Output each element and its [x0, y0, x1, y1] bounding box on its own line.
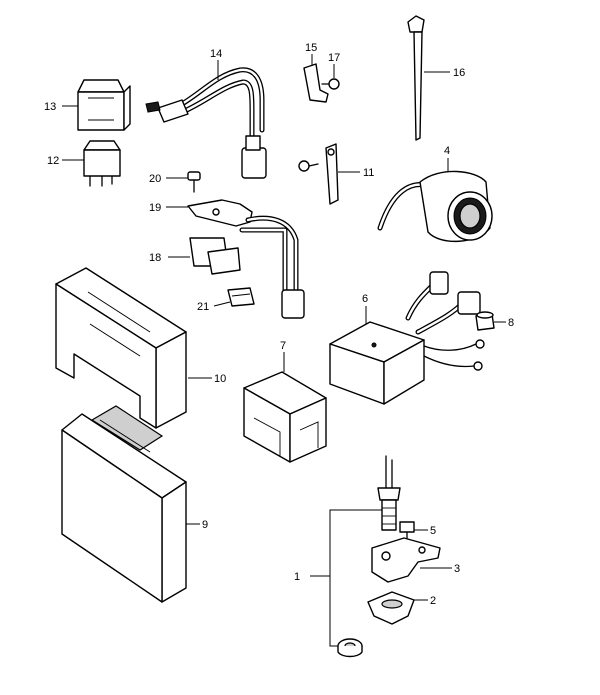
part-17-screw: [321, 78, 340, 90]
callout-11: 11: [363, 167, 374, 179]
callout-1: 1: [294, 571, 300, 583]
callout-7: 7: [280, 340, 286, 352]
part-3-bracket: [371, 537, 441, 583]
part-13-relay: [77, 79, 131, 131]
callout-5: 5: [430, 525, 436, 537]
part-16-cable-tie: [407, 15, 425, 141]
part-19-bracket: [187, 199, 253, 227]
callout-4: 4: [444, 145, 450, 157]
callout-3: 3: [454, 563, 460, 575]
callout-10: 10: [214, 373, 226, 385]
part-20-screw: [187, 171, 201, 193]
callout-12: 12: [47, 155, 59, 167]
part-8-cap: [475, 311, 495, 331]
part-18-sensor: [189, 215, 305, 319]
part-14-switch-harness: [145, 67, 267, 179]
callout-13: 13: [44, 101, 56, 113]
callout-14: 14: [210, 48, 222, 60]
part-7-relay-box: [243, 371, 327, 463]
part-2-boot: [367, 591, 415, 625]
callout-16: 16: [453, 67, 465, 79]
callout-9: 9: [202, 519, 208, 531]
part-9-ecu: [61, 405, 187, 603]
part-21-clamp: [227, 287, 255, 307]
part-4-meter: [377, 170, 493, 243]
part-15-bracket: [303, 63, 329, 103]
callout-2: 2: [430, 595, 436, 607]
part-11-clip: [298, 143, 339, 205]
callout-6: 6: [362, 293, 368, 305]
callout-17: 17: [328, 52, 340, 64]
part-nut: [337, 638, 363, 658]
part-10-cover: [55, 267, 187, 429]
callout-15: 15: [305, 42, 317, 54]
part-6-module: [329, 271, 485, 405]
part-5-bolt: [399, 521, 415, 551]
part-1-switch: [377, 455, 401, 531]
callout-20: 20: [149, 173, 161, 185]
leader-21: [213, 301, 231, 307]
callout-21: 21: [197, 301, 209, 313]
group-bracket-1: [329, 509, 382, 647]
callout-8: 8: [508, 317, 514, 329]
part-12-relay: [83, 140, 121, 187]
callout-19: 19: [149, 202, 161, 214]
callout-18: 18: [149, 252, 161, 264]
